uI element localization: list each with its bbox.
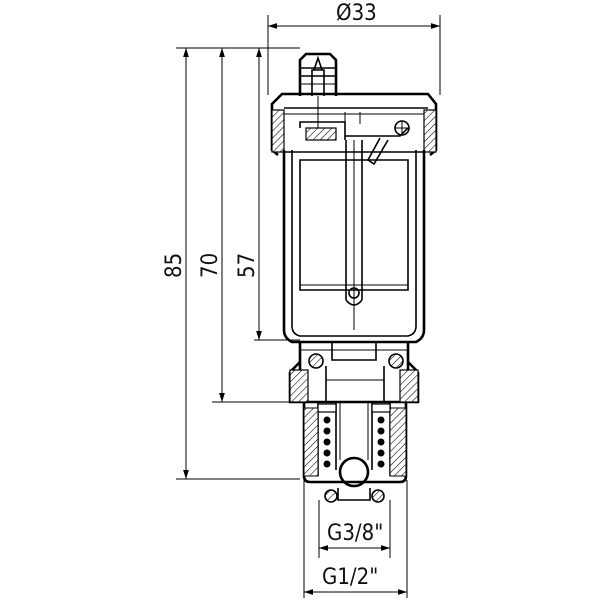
valve-outline: [270, 52, 438, 503]
hex-nut: [288, 352, 420, 404]
dim-height-total-label: 85: [162, 253, 187, 278]
dim-height-body-label: 57: [235, 253, 260, 278]
threaded-connector: [302, 402, 408, 488]
dim-diameter-label: Ø33: [336, 1, 377, 26]
dim-height-mid-label: 70: [198, 253, 223, 278]
top-cover: [270, 92, 438, 166]
neck: [298, 342, 410, 361]
o-ring-right: [388, 353, 404, 369]
o-ring-bottom-right: [371, 489, 385, 503]
dim-thread-inner-label: G3/8": [327, 521, 383, 546]
o-ring-left: [308, 353, 324, 369]
o-ring-bottom-left: [324, 489, 338, 503]
dim-thread-outer-label: G1/2": [322, 565, 378, 590]
dimension-lines: [176, 15, 441, 598]
spring: [323, 416, 385, 468]
check-ball: [338, 456, 370, 488]
float-chamber: [282, 140, 426, 344]
vent-cap: [298, 52, 338, 128]
